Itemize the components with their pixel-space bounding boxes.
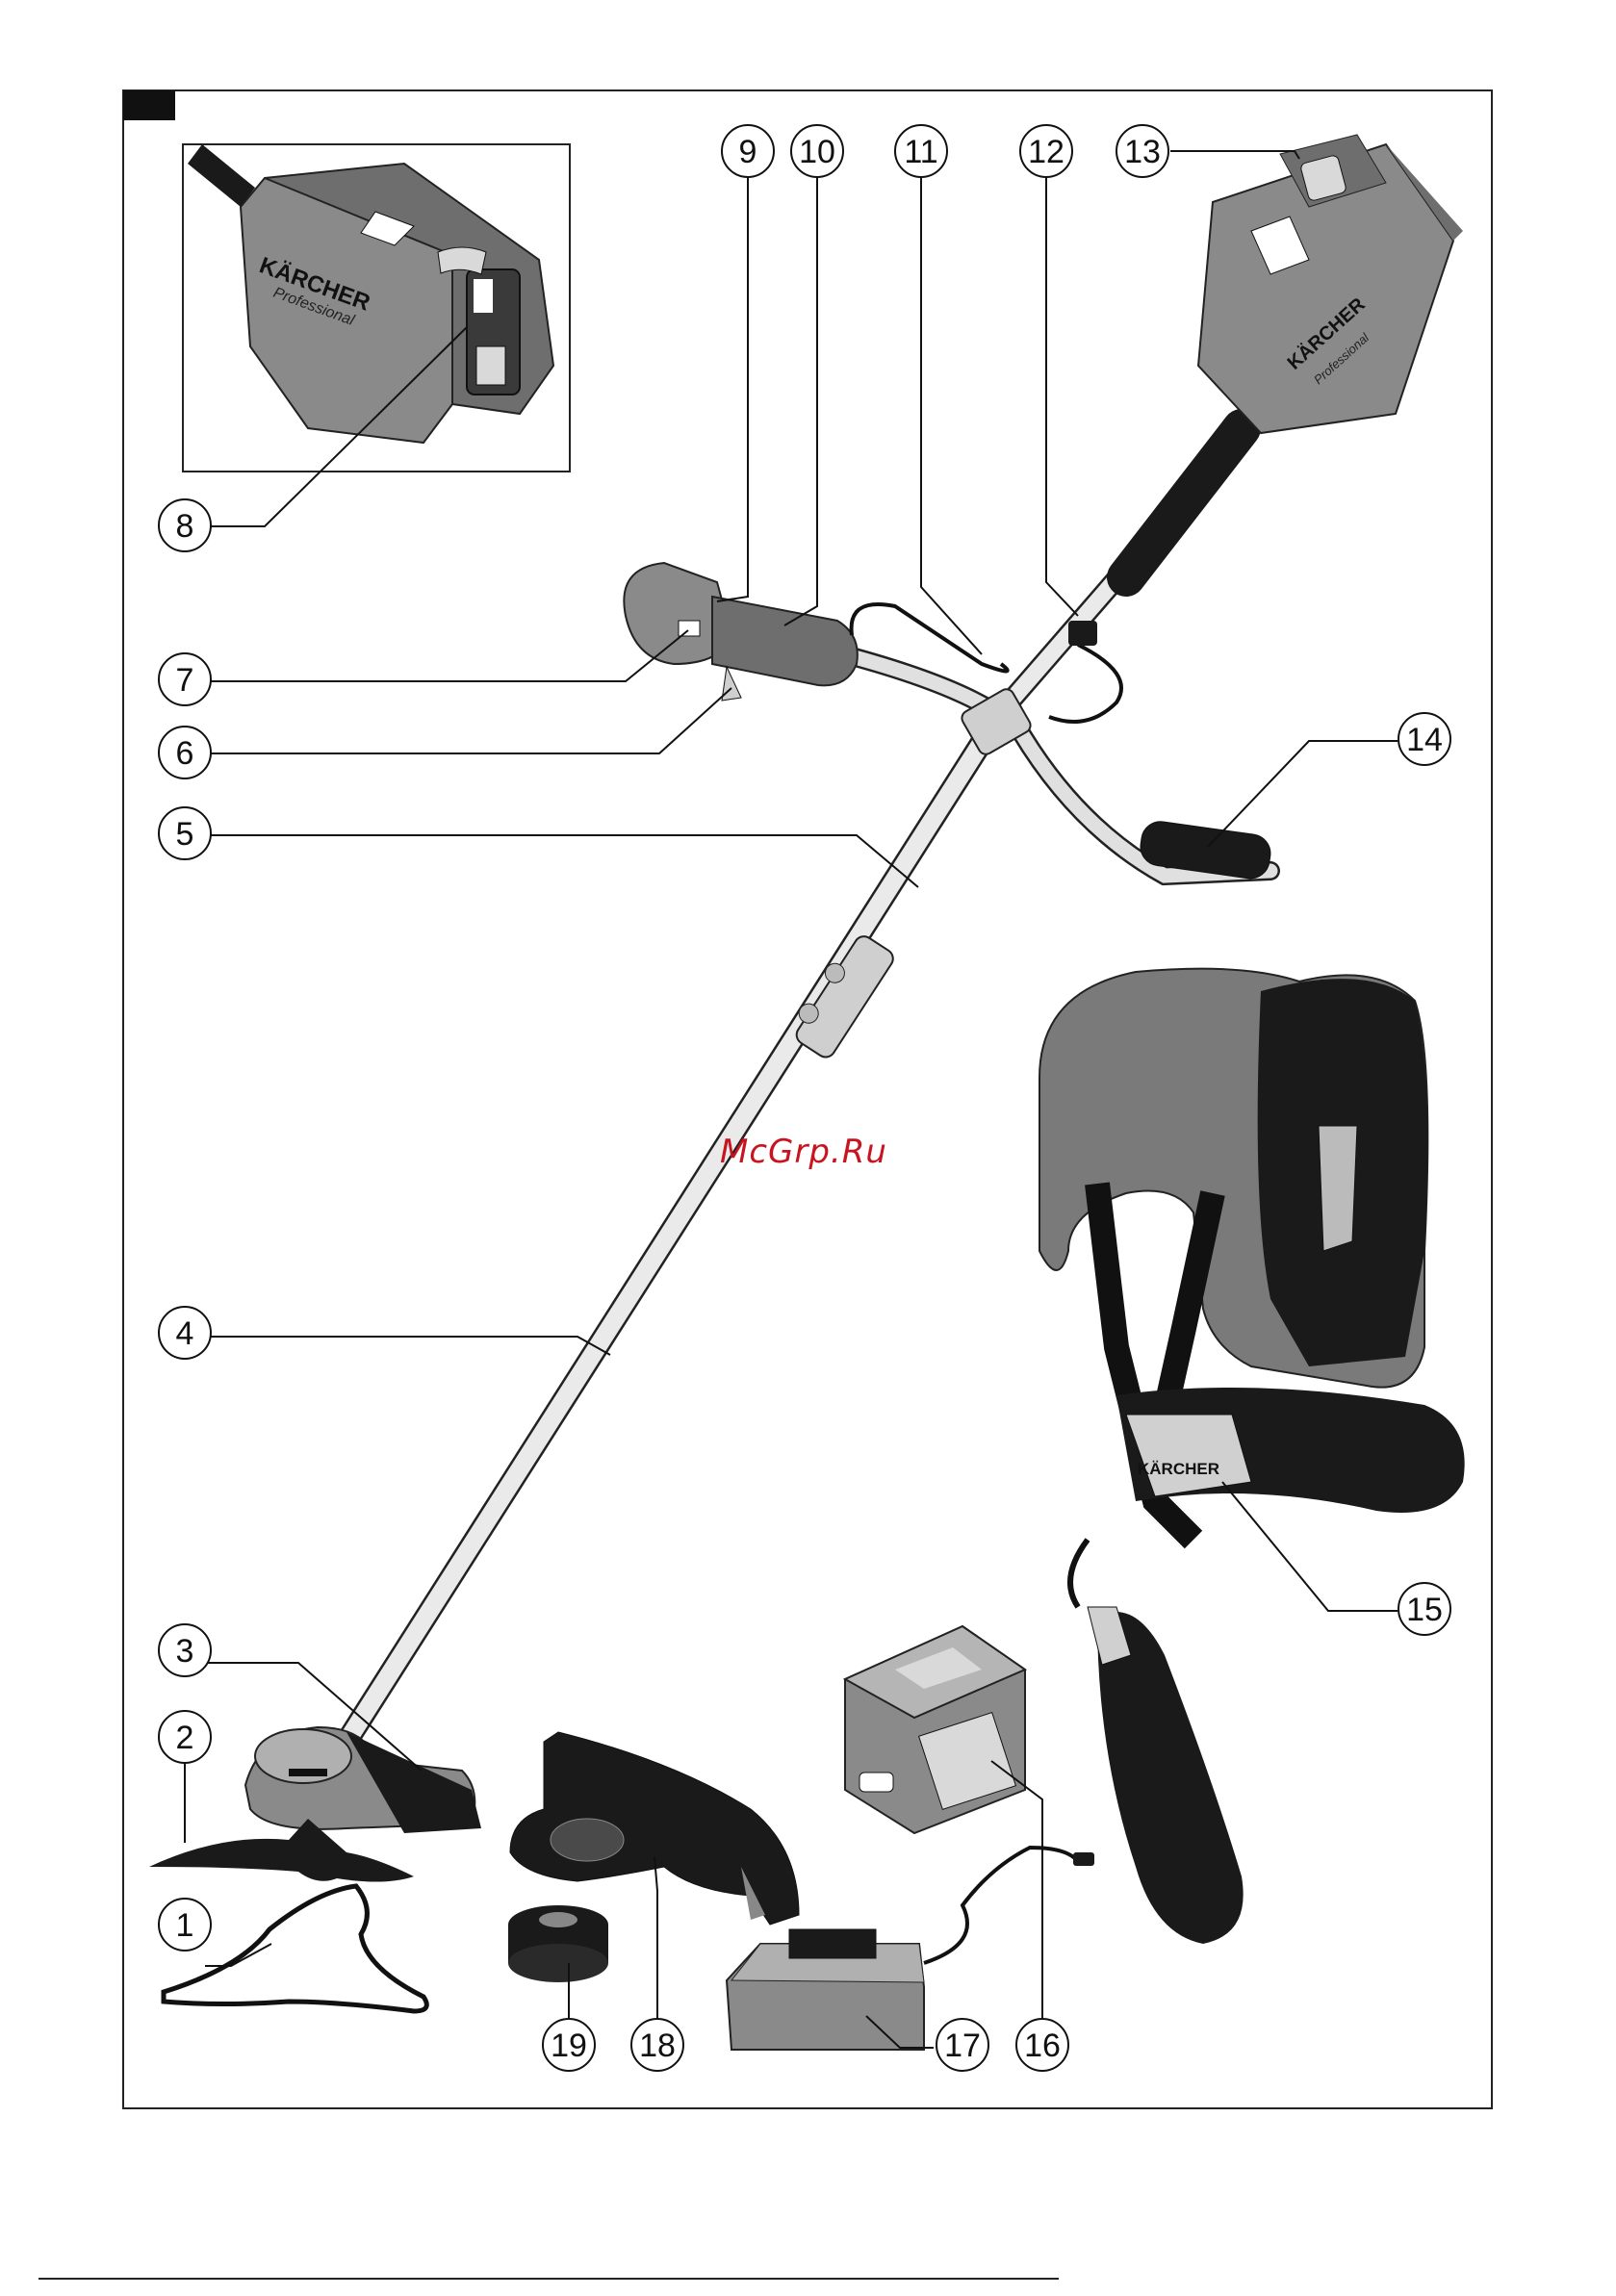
callout-number: 9 bbox=[739, 134, 757, 170]
figure-corner-tab bbox=[123, 90, 175, 120]
callout-19: 19 bbox=[543, 2019, 595, 2071]
callout-12: 12 bbox=[1020, 125, 1072, 177]
watermark-text: McGrp.Ru bbox=[720, 1133, 887, 1171]
callout-number: 4 bbox=[176, 1315, 194, 1352]
callout-1: 1 bbox=[159, 1899, 211, 1951]
callout-number: 7 bbox=[176, 662, 194, 699]
callout-9: 9 bbox=[722, 125, 774, 177]
callout-number: 18 bbox=[639, 2028, 676, 2064]
harness-brand-logo: KÄRCHER bbox=[1138, 1460, 1219, 1478]
callout-6: 6 bbox=[159, 727, 211, 778]
callout-10: 10 bbox=[791, 125, 843, 177]
callout-8: 8 bbox=[159, 499, 211, 551]
callout-13: 13 bbox=[1116, 125, 1168, 177]
callout-18: 18 bbox=[631, 2019, 683, 2071]
callout-number: 12 bbox=[1028, 134, 1065, 170]
trimmer-spool-icon bbox=[508, 1905, 608, 1982]
callout-11: 11 bbox=[895, 125, 947, 177]
callout-number: 19 bbox=[551, 2028, 587, 2064]
callout-number: 17 bbox=[944, 2028, 981, 2064]
callout-3: 3 bbox=[159, 1624, 211, 1676]
callout-number: 10 bbox=[799, 134, 835, 170]
callout-number: 6 bbox=[176, 735, 194, 772]
callout-number: 8 bbox=[176, 508, 194, 545]
callout-number: 14 bbox=[1406, 722, 1443, 758]
callout-number: 11 bbox=[904, 134, 937, 170]
callout-17: 17 bbox=[936, 2019, 988, 2071]
callout-2: 2 bbox=[159, 1711, 211, 1763]
callout-number: 13 bbox=[1124, 134, 1161, 170]
callout-14: 14 bbox=[1398, 713, 1450, 765]
callout-7: 7 bbox=[159, 653, 211, 705]
spare-battery-icon bbox=[845, 1626, 1025, 1833]
callout-number: 3 bbox=[176, 1633, 194, 1670]
callout-number: 15 bbox=[1406, 1592, 1443, 1628]
callout-number: 1 bbox=[176, 1907, 194, 1944]
callout-4: 4 bbox=[159, 1307, 211, 1359]
battery-detail-icon: KÄRCHER Professional bbox=[188, 144, 553, 443]
callout-number: 5 bbox=[176, 816, 194, 853]
callout-number: 2 bbox=[176, 1720, 194, 1756]
shoulder-harness-icon: KÄRCHER bbox=[1039, 969, 1465, 1944]
callout-15: 15 bbox=[1398, 1583, 1450, 1635]
callout-16: 16 bbox=[1016, 2019, 1068, 2071]
callout-5: 5 bbox=[159, 807, 211, 859]
protective-guard-icon bbox=[510, 1732, 799, 1925]
callout-number: 16 bbox=[1024, 2028, 1061, 2064]
